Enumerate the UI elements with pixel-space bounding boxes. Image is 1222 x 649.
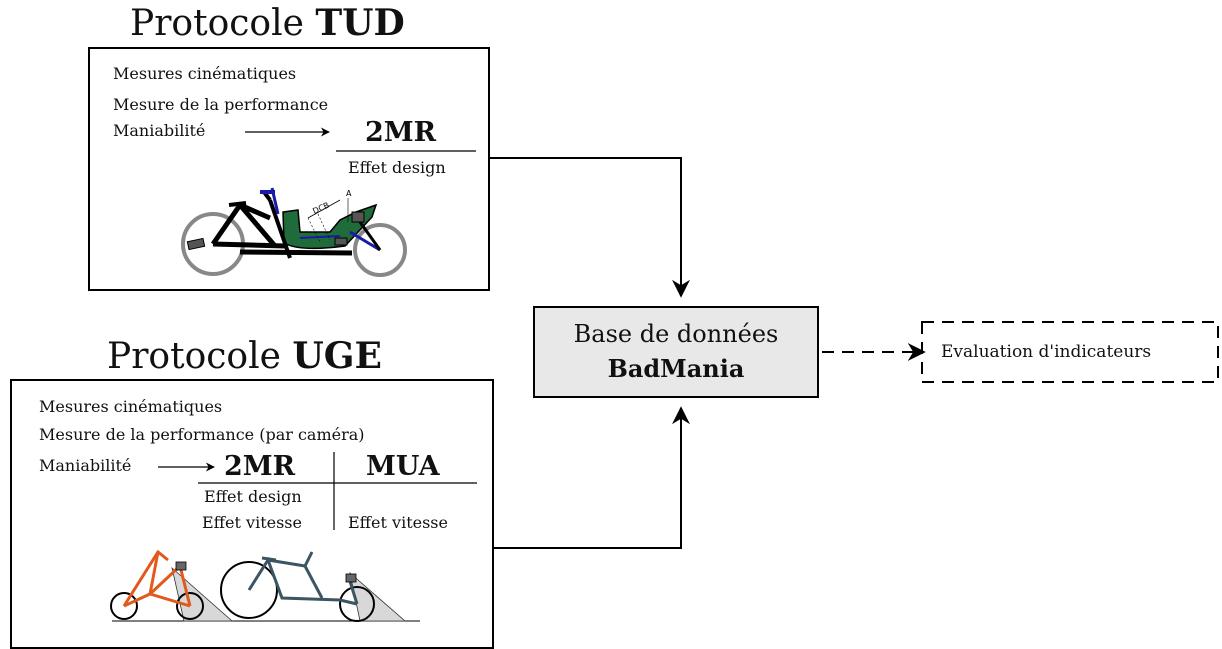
uge-mua-effect-speed: Effet vitesse: [348, 513, 448, 532]
uge-2mr-label: 2MR: [224, 451, 296, 482]
diagram-connectors: DCB A: [110, 127, 1219, 622]
tud-bike-dcb-label: DCB: [311, 201, 330, 216]
tud-bike-a-label: A: [346, 189, 352, 198]
tud-to-database-connector: [490, 157, 690, 298]
uge-maniability-text: Maniabilité: [39, 456, 132, 475]
uge-kinematics-text: Mesures cinématiques: [39, 397, 223, 416]
tud-2mr-label: 2MR: [365, 117, 437, 148]
uge-2mr-effect-speed: Effet vitesse: [202, 513, 302, 532]
database-box: Base de données BadMania: [533, 306, 819, 398]
tud-title: Protocole TUD: [130, 2, 405, 44]
output-label: Evaluation d'indicateurs: [941, 342, 1152, 362]
tud-maniability-text: Maniabilité: [113, 121, 206, 140]
uge-to-database-connector: [494, 406, 690, 549]
uge-2mr-effect-design: Effet design: [204, 487, 302, 506]
database-name: BadMania: [607, 354, 745, 383]
tud-performance-text: Mesure de la performance: [113, 95, 329, 114]
tud-effect-design: Effet design: [348, 158, 446, 177]
database-label: Base de données: [573, 320, 779, 348]
uge-mua-label: MUA: [366, 451, 440, 482]
uge-protocol-box: [10, 379, 494, 649]
uge-title: Protocole UGE: [107, 335, 382, 377]
output-box: [921, 321, 1219, 383]
uge-bikes-illustration: [110, 549, 420, 622]
tud-kinematics-text: Mesures cinématiques: [113, 64, 297, 83]
tud-cargo-bike-illustration: DCB A: [181, 187, 407, 277]
uge-performance-text: Mesure de la performance (par caméra): [39, 425, 365, 444]
